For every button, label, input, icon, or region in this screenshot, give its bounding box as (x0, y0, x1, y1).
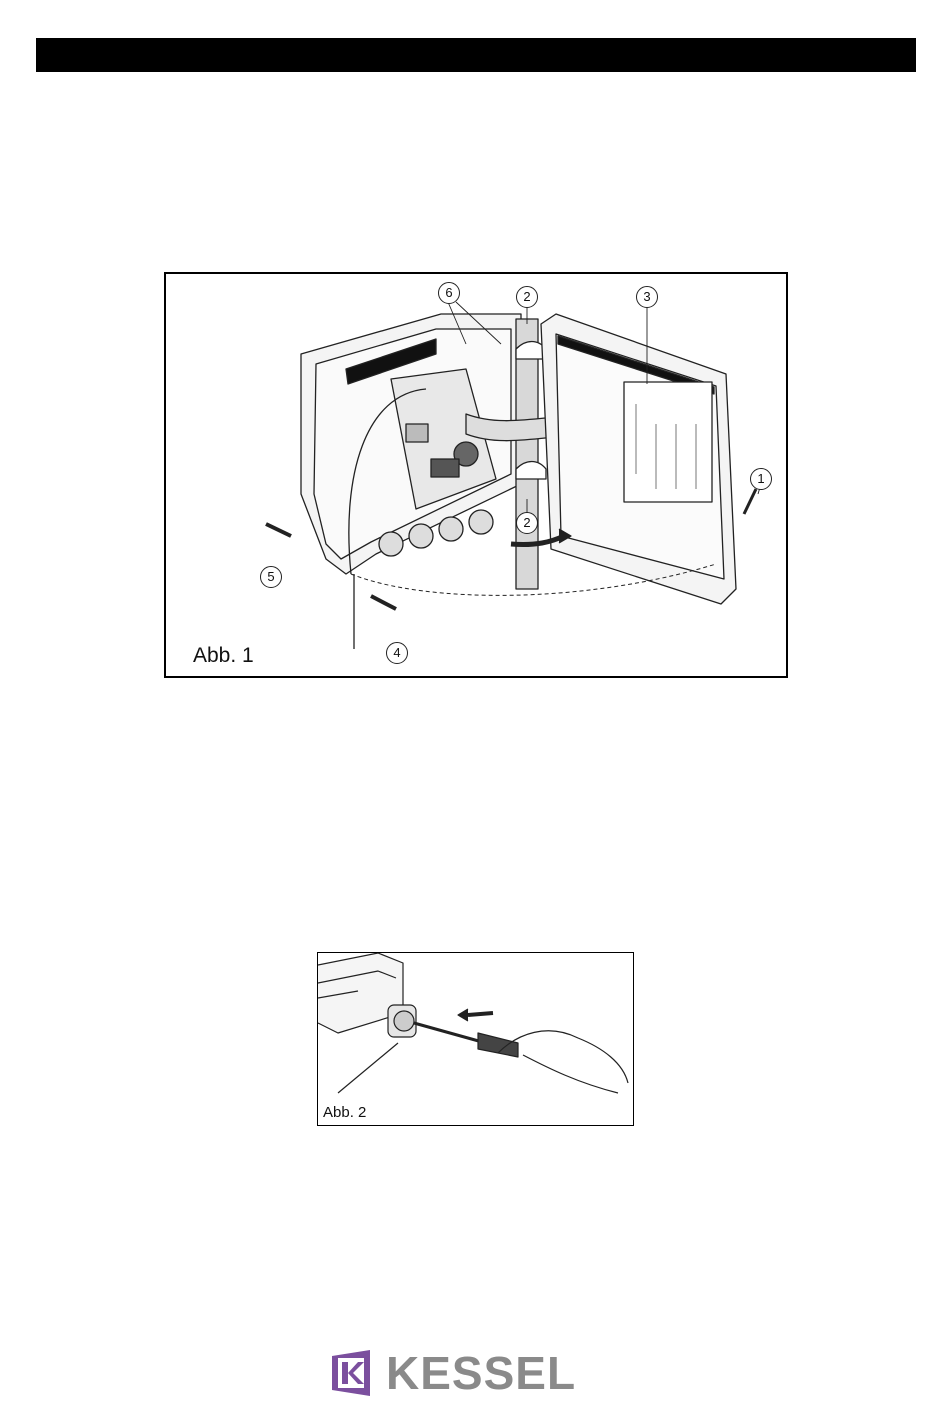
callout-1: 1 (750, 468, 772, 490)
figure-1-caption: Abb. 1 (193, 644, 254, 668)
callout-6: 6 (438, 282, 460, 304)
kessel-logo-mark-icon (326, 1348, 376, 1398)
callout-3: 3 (636, 286, 658, 308)
callout-5: 5 (260, 566, 282, 588)
brand-name: KESSEL (386, 1348, 576, 1398)
callout-4: 4 (386, 642, 408, 664)
figure-1: 6 2 3 1 2 5 4 Abb. 1 (164, 272, 788, 678)
kessel-logo: KESSEL (326, 1348, 576, 1398)
control-box-illustration (166, 274, 786, 676)
header-bar (36, 38, 916, 72)
callout-2-bottom: 2 (516, 512, 538, 534)
screwdriver-illustration (318, 953, 633, 1125)
callout-2-top: 2 (516, 286, 538, 308)
figure-2-caption: Abb. 2 (323, 1104, 366, 1121)
figure-2: Abb. 2 (317, 952, 634, 1126)
